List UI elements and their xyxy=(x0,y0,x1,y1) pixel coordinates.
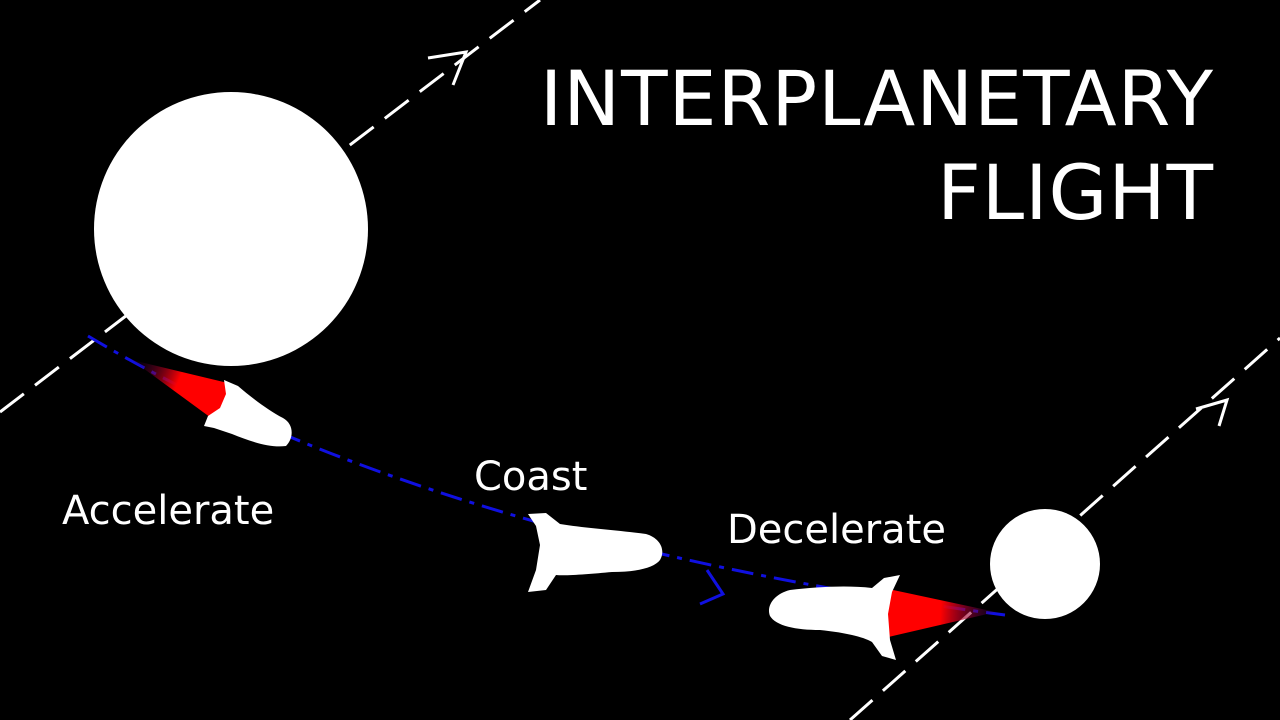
destination-orbit-arrow-icon xyxy=(1195,397,1230,427)
trajectory-arrow-icon xyxy=(699,569,726,606)
title-line-2: FLIGHT xyxy=(937,148,1214,237)
coast-label: Coast xyxy=(474,454,588,500)
accelerating-spacecraft-icon xyxy=(204,380,292,447)
coasting-spacecraft-icon xyxy=(528,513,663,592)
decelerating-spacecraft-icon xyxy=(768,575,900,660)
decelerate-label: Decelerate xyxy=(727,507,946,553)
decelerate-thrust-flame xyxy=(884,588,996,638)
origin-orbit-arrow-icon xyxy=(427,50,469,86)
page-title: INTERPLANETARY FLIGHT xyxy=(454,52,1214,240)
accelerate-thrust-flame xyxy=(132,360,232,423)
origin-orbit-line xyxy=(0,0,541,414)
title-line-1: INTERPLANETARY xyxy=(539,54,1214,143)
destination-planet-icon xyxy=(990,509,1100,619)
accelerate-label: Accelerate xyxy=(62,488,275,534)
origin-planet-icon xyxy=(94,92,368,366)
